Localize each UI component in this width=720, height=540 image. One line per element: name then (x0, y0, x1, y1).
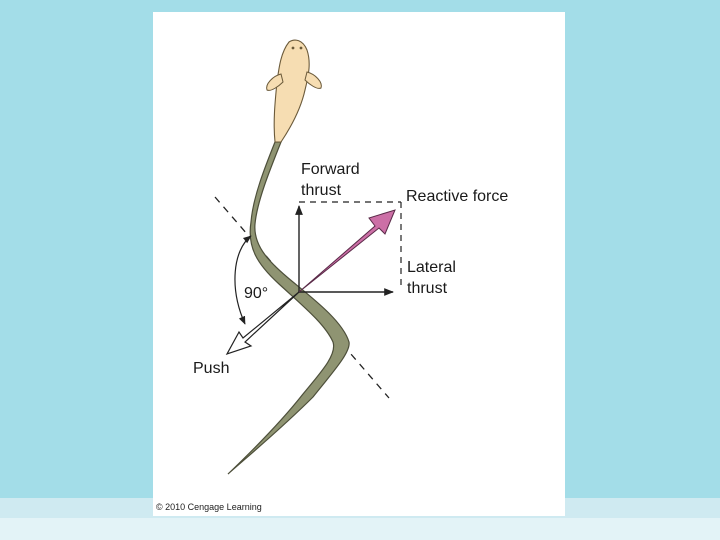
eel-swimming-diagram: Forward thrust Reactive force Lateral th… (156, 39, 508, 512)
bottom-band-light (0, 518, 720, 540)
eel-head (273, 39, 310, 143)
forward-thrust-label-line1: Forward (301, 161, 360, 178)
right-fin (304, 71, 322, 89)
forward-thrust-label-line2: thrust (301, 182, 342, 199)
lateral-thrust-label-line2: thrust (407, 280, 448, 297)
push-arrow (225, 291, 300, 356)
push-label: Push (193, 360, 229, 377)
figure-panel: Forward thrust Reactive force Lateral th… (153, 12, 565, 516)
right-angle-arc (234, 235, 252, 325)
reactive-force-arrow (298, 209, 396, 293)
left-fin (266, 73, 284, 91)
lateral-thrust-label-line1: Lateral (407, 259, 456, 276)
reactive-force-label: Reactive force (406, 188, 508, 205)
eel-body (227, 141, 350, 475)
copyright-notice: © 2010 Cengage Learning (156, 502, 262, 512)
angle-label: 90° (244, 285, 268, 302)
eye-icon (291, 46, 295, 50)
eye-icon (299, 46, 303, 50)
